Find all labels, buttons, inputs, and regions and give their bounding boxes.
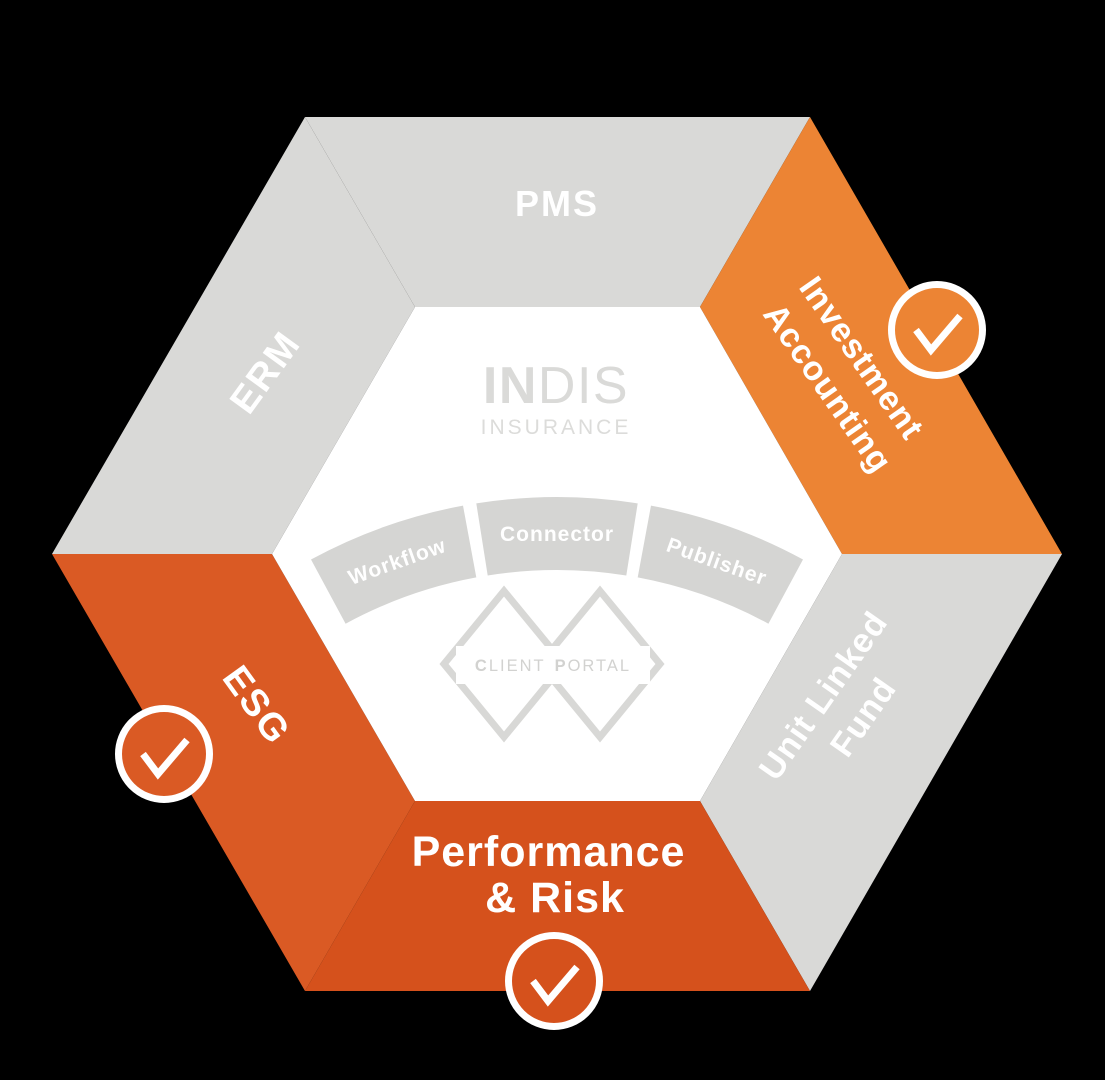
band-workflow: [311, 505, 477, 624]
check-icon: [140, 737, 190, 780]
check-badge-performance-risk: [505, 932, 603, 1030]
band-label-connector: Connector: [500, 523, 614, 546]
check-badge-esg: [115, 705, 213, 803]
performance-risk-line1: Performance: [412, 828, 686, 876]
client-portal-p: P: [555, 657, 568, 675]
check-badge-circle: [505, 932, 603, 1030]
segment-erm: [52, 117, 415, 554]
brand-logo: INDIS: [483, 357, 629, 415]
client-portal-text-backdrop: [456, 646, 650, 684]
segment-pms: [305, 117, 810, 307]
segment-performance-risk: [305, 801, 810, 991]
brand-logo-light: DIS: [538, 357, 629, 415]
performance-risk-line2: & Risk: [485, 874, 625, 922]
segment-label-pms: PMS: [515, 183, 599, 224]
check-icon: [530, 964, 580, 1007]
band-publisher: [637, 505, 803, 624]
check-badge-circle: [115, 705, 213, 803]
segment-esg: [52, 554, 415, 991]
client-portal-diamond-right-icon: [535, 585, 665, 743]
client-portal-label: CLIENT PORTAL: [475, 657, 631, 675]
segment-label-performance-risk: Performance & Risk: [412, 828, 699, 922]
check-badge-circle: [888, 281, 986, 379]
client-portal-lient: LIENT: [489, 657, 546, 675]
check-badge-investment-accounting: [888, 281, 986, 379]
brand-subtitle: INSURANCE: [481, 416, 632, 439]
client-portal-ortal: ORTAL: [568, 657, 632, 675]
client-portal-c: C: [475, 657, 489, 675]
check-icon: [913, 313, 963, 356]
segment-unit-linked-fund: [700, 554, 1062, 991]
band-connector: [476, 497, 638, 576]
segment-investment-accounting: [700, 117, 1062, 554]
brand-logo-bold: IN: [483, 357, 538, 415]
